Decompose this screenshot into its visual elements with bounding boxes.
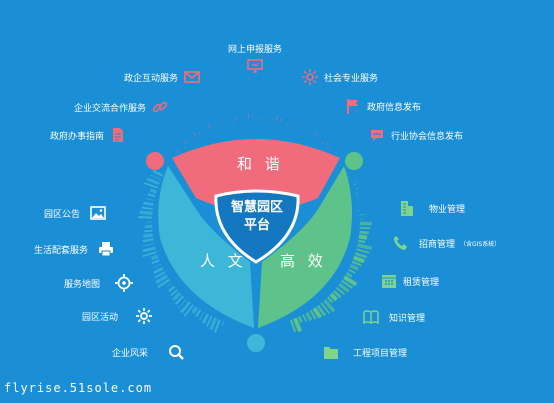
service-label: 招商管理 — [419, 239, 456, 250]
folder-icon — [322, 343, 340, 361]
service-service-map[interactable]: 服务地图 — [64, 274, 134, 292]
service-label: 服务地图 — [64, 279, 101, 290]
service-label: 生活配套服务 — [34, 245, 89, 256]
segment-top-shape — [172, 139, 340, 212]
service-label: 政府信息发布 — [367, 102, 422, 113]
service-online-declaration[interactable]: 网上申报服务 — [228, 42, 282, 75]
mail-icon — [183, 68, 201, 86]
service-label: 工程项目管理 — [353, 348, 408, 359]
monitor-icon — [246, 57, 264, 75]
phone-icon — [392, 234, 410, 252]
ring-ticks — [138, 113, 373, 333]
segment-top-label: 和 谐 — [237, 155, 284, 173]
service-label: 租赁管理 — [403, 277, 440, 288]
service-label: 园区公告 — [44, 209, 81, 220]
center-title: 智慧园区 平台 — [218, 199, 296, 235]
center-title-line2: 平台 — [243, 218, 270, 233]
ring-dot-right — [345, 152, 363, 170]
service-label: 知识管理 — [389, 313, 426, 324]
service-gov-guide[interactable]: 政府办事指南 — [50, 126, 127, 144]
watermark-text: flyrise.51sole.com — [4, 381, 153, 395]
segment-left-shape — [158, 166, 254, 328]
book-icon — [362, 308, 380, 326]
service-label: 企业风采 — [112, 348, 149, 359]
target-icon — [115, 274, 134, 292]
segment-right-label: 高 效 — [280, 252, 327, 270]
service-park-notice[interactable]: 园区公告 — [44, 204, 107, 222]
service-label: 政府办事指南 — [50, 131, 105, 142]
service-enterprise-cooperation[interactable]: 企业交流合作服务 — [74, 98, 169, 116]
segment-right-shape — [258, 166, 352, 328]
service-industry-association-info[interactable]: 行业协会信息发布 — [368, 126, 463, 144]
service-property-management[interactable]: 物业管理 — [398, 199, 465, 217]
ring-dot-bottom — [247, 334, 265, 352]
service-knowledge-management[interactable]: 知识管理 — [362, 308, 425, 326]
link-icon — [151, 98, 169, 116]
center-title-line1: 智慧园区 — [230, 200, 283, 215]
service-label: 企业交流合作服务 — [74, 103, 147, 114]
printer-icon — [97, 240, 115, 258]
service-living-support[interactable]: 生活配套服务 — [34, 240, 115, 258]
service-label: 社会专业服务 — [324, 73, 379, 84]
service-enterprise-showcase[interactable]: 企业风采 — [112, 343, 185, 361]
document-icon — [109, 126, 127, 144]
service-gov-enterprise-interaction[interactable]: 政企互动服务 — [124, 68, 201, 86]
center-hub-shape — [214, 189, 300, 264]
calendar-icon — [380, 272, 398, 290]
gear-icon — [135, 307, 153, 325]
flag-icon — [344, 97, 362, 115]
service-engineering-project-management[interactable]: 工程项目管理 — [322, 343, 407, 361]
service-label: 物业管理 — [429, 204, 466, 215]
building-icon — [398, 199, 416, 217]
gear-icon — [301, 68, 319, 86]
segment-left-label: 人 文 — [200, 252, 247, 270]
search-icon — [167, 343, 185, 361]
image-icon — [89, 204, 107, 222]
service-gov-info-release[interactable]: 政府信息发布 — [344, 97, 421, 115]
service-label: 政企互动服务 — [124, 73, 179, 84]
chat-bubble-icon — [368, 126, 386, 144]
service-label: 行业协会信息发布 — [391, 131, 464, 142]
service-label: 园区活动 — [82, 312, 119, 323]
service-investment-management[interactable]: 招商管理 （含GIS系统） — [392, 234, 500, 252]
service-social-professional[interactable]: 社会专业服务 — [301, 68, 378, 86]
service-leasing-management[interactable]: 租赁管理 — [380, 272, 439, 290]
ring-dot-left — [146, 152, 164, 170]
service-sublabel: （含GIS系统） — [460, 240, 501, 248]
service-park-activities[interactable]: 园区活动 — [82, 307, 153, 325]
service-label: 网上申报服务 — [228, 45, 283, 55]
